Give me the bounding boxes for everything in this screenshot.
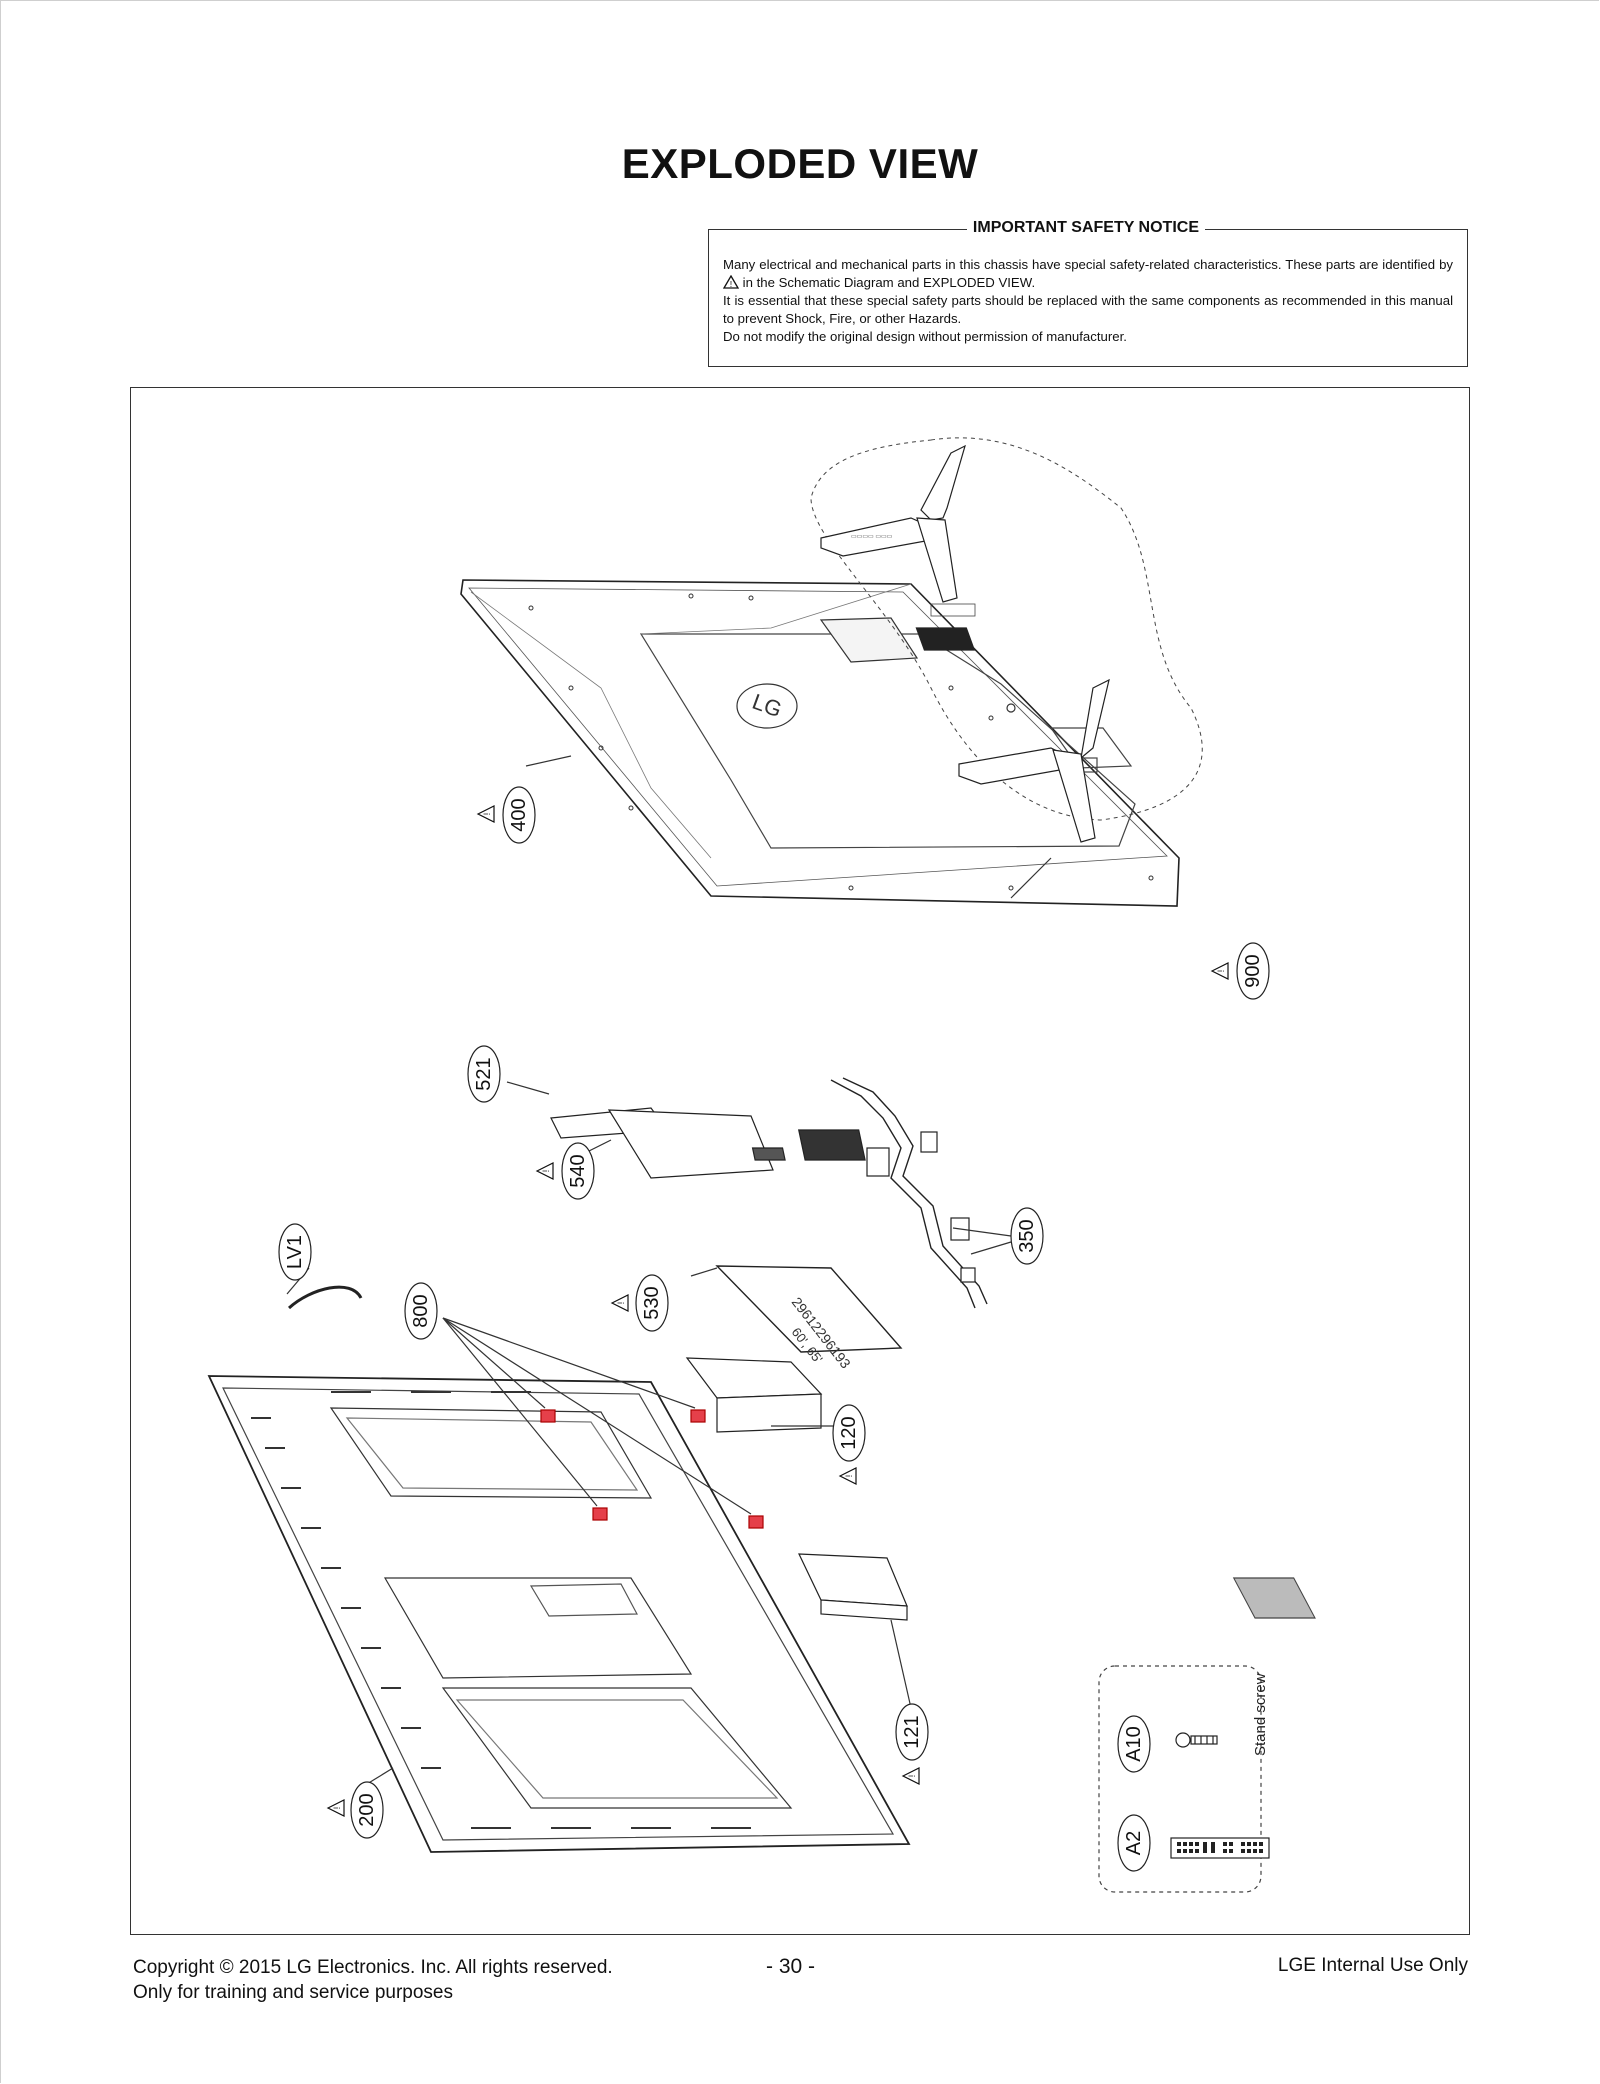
back-cover-drawing: LG [460,579,1180,907]
purpose-text: Only for training and service purposes [133,1982,453,2003]
warning-triangle-icon: ! [901,1767,920,1785]
callout-540-label: 540 [567,1154,589,1187]
warning-triangle-icon: ! [838,1467,857,1485]
svg-text:!: ! [482,813,492,816]
callout-350-label: 350 [1016,1219,1038,1252]
copyright-text: Copyright © 2015 LG Electronics. Inc. Al… [133,1957,613,1978]
boards-drawing [506,1081,866,1179]
callout-400: 400 [502,786,536,844]
diagram-svg: LG ▭▭▭▭ ▭▭▭ [207,437,1316,1893]
warning-triangle-icon: ! [476,805,495,823]
internal-use-label: LGE Internal Use Only [1277,1955,1468,1976]
callout-120: 120 [832,1404,866,1462]
callout-a2: A2 [1117,1814,1151,1872]
safety-notice-box: IMPORTANT SAFETY NOTICE Many electrical … [708,219,1468,367]
callout-a10-label: A10 [1123,1726,1145,1762]
warning-triangle-icon: ! [1210,962,1229,980]
notice-line1b: in the Schematic Diagram and EXPLODED VI… [742,275,1036,290]
svg-text:▭▭▭▭ ▭▭▭: ▭▭▭▭ ▭▭▭ [851,534,893,540]
notice-line3: Do not modify the original design withou… [723,329,1127,344]
notice-line1a: Many electrical and mechanical parts in … [723,257,1453,272]
svg-text:!: ! [1216,970,1226,973]
svg-text:!: ! [844,1475,854,1478]
callout-540: 540 [561,1142,595,1200]
callout-521-label: 521 [473,1057,495,1090]
callout-200-label: 200 [356,1793,378,1826]
callout-400-label: 400 [508,798,530,831]
svg-text:!: ! [730,280,732,289]
svg-text:!: ! [616,1302,626,1305]
warning-triangle-icon: ! [610,1294,629,1312]
callout-900: 900 [1236,942,1270,1000]
callout-a2-label: A2 [1123,1831,1145,1855]
page-number: - 30 - [766,1955,816,1978]
warning-triangle-icon: ! [326,1799,345,1817]
stand-drawing: ▭▭▭▭ ▭▭▭ [810,437,1203,899]
stand-screw-label: Stand screw [1252,1673,1269,1756]
av-bracket-drawing [830,1077,1012,1309]
svg-text:!: ! [541,1170,551,1173]
stand-screw-drawing [1175,1732,1218,1748]
svg-text:!: ! [907,1775,917,1778]
warning-triangle-icon: ! [723,275,739,289]
callout-lv1-label: LV1 [284,1235,306,1269]
callout-530: 530 [635,1274,669,1332]
callout-121: 121 [895,1703,929,1761]
callout-a10: A10 [1117,1715,1151,1773]
remote-control-drawing [1170,1837,1270,1859]
safety-notice-title-wrap: IMPORTANT SAFETY NOTICE [709,219,1467,237]
callout-120-label: 120 [838,1416,860,1449]
warning-triangle-icon: ! [535,1162,554,1180]
callout-521: 521 [467,1045,501,1103]
callout-121-label: 121 [901,1715,923,1748]
notice-line2: It is essential that these special safet… [723,293,1453,326]
safety-notice-title: IMPORTANT SAFETY NOTICE [966,219,1205,236]
chassis-drawing [207,1317,1316,1853]
accessories-box: Stand screw [1098,1665,1270,1893]
callout-350: 350 [1010,1207,1044,1265]
safety-notice-body: Many electrical and mechanical parts in … [723,256,1453,346]
footer-left: Copyright © 2015 LG Electronics. Inc. Al… [133,1955,613,2005]
callout-200: 200 [350,1781,384,1839]
exploded-view-diagram: LG ▭▭▭▭ ▭▭▭ [130,387,1470,1935]
callout-530-label: 530 [641,1286,663,1319]
callout-800-label: 800 [410,1294,432,1327]
callout-800: 800 [404,1282,438,1340]
page-title: EXPLODED VIEW [621,140,979,187]
power-board-drawing: 29612296193 60', 65' [685,1265,912,1709]
callout-900-label: 900 [1242,954,1264,987]
svg-text:!: ! [332,1807,342,1810]
callout-lv1: LV1 [278,1223,312,1281]
